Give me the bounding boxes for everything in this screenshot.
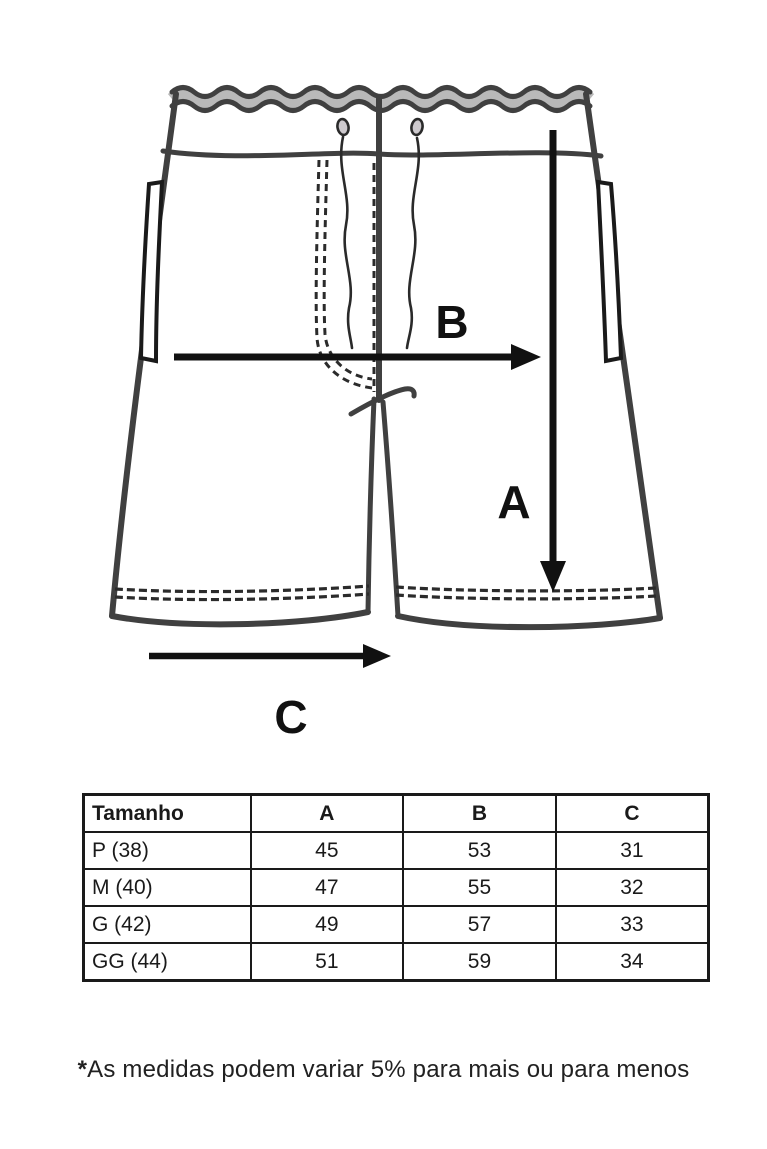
right-pocket bbox=[595, 179, 624, 364]
value-cell: 32 bbox=[554, 868, 710, 907]
footnote-asterisk: * bbox=[77, 1056, 88, 1083]
size-table-header-tamanho: Tamanho bbox=[82, 793, 252, 833]
right-drawstring-cord bbox=[405, 136, 421, 350]
table-row-g42: G (42) 49 57 33 bbox=[82, 905, 710, 944]
value-cell: 33 bbox=[554, 905, 710, 944]
value-cell: 57 bbox=[402, 905, 557, 944]
size-cell: GG (44) bbox=[82, 942, 252, 982]
value-cell: 55 bbox=[402, 868, 557, 907]
footnote-text: As medidas podem variar 5% para mais ou … bbox=[87, 1056, 690, 1083]
measurement-label-c: C bbox=[274, 691, 307, 743]
table-row-p38: P (38) 45 53 31 bbox=[82, 831, 710, 870]
measurement-label-a: A bbox=[497, 476, 530, 528]
size-cell: M (40) bbox=[82, 868, 252, 907]
shorts-outline bbox=[109, 91, 663, 631]
measure-c-arrow bbox=[149, 644, 391, 668]
size-table-header-c: C bbox=[554, 793, 710, 833]
size-table-header-row: Tamanho A B C bbox=[82, 793, 710, 833]
value-cell: 59 bbox=[402, 942, 557, 982]
table-row-m40: M (40) 47 55 32 bbox=[82, 868, 710, 907]
value-cell: 45 bbox=[249, 831, 405, 870]
fly-stitching bbox=[314, 159, 376, 392]
measure-a-arrow bbox=[540, 130, 566, 592]
footnote: *As medidas podem variar 5% para mais ou… bbox=[0, 1056, 767, 1084]
size-table: Tamanho A B C P (38) 45 53 31 M (40) 47 … bbox=[82, 793, 710, 982]
drawstrings bbox=[336, 117, 424, 350]
value-cell: 51 bbox=[249, 942, 405, 982]
size-cell: P (38) bbox=[82, 831, 252, 870]
size-cell: G (42) bbox=[82, 905, 252, 944]
value-cell: 49 bbox=[249, 905, 405, 944]
left-drawstring-cord bbox=[339, 135, 354, 350]
left-pocket bbox=[138, 179, 165, 364]
right-drawstring-aglet bbox=[410, 117, 424, 137]
measurement-label-b: B bbox=[435, 296, 468, 348]
value-cell: 31 bbox=[554, 831, 710, 870]
value-cell: 53 bbox=[402, 831, 557, 870]
value-cell: 34 bbox=[554, 942, 710, 982]
size-table-header-b: B bbox=[402, 793, 557, 833]
side-pockets bbox=[138, 179, 624, 364]
table-row-gg44: GG (44) 51 59 34 bbox=[82, 942, 710, 982]
left-drawstring-aglet bbox=[336, 117, 350, 137]
hem-stitching bbox=[114, 584, 657, 602]
measure-b-arrow bbox=[174, 344, 541, 370]
value-cell: 47 bbox=[249, 868, 405, 907]
shorts-technical-drawing: B A C bbox=[109, 0, 663, 743]
bartack-mark bbox=[348, 386, 417, 417]
size-table-header-a: A bbox=[249, 793, 405, 833]
